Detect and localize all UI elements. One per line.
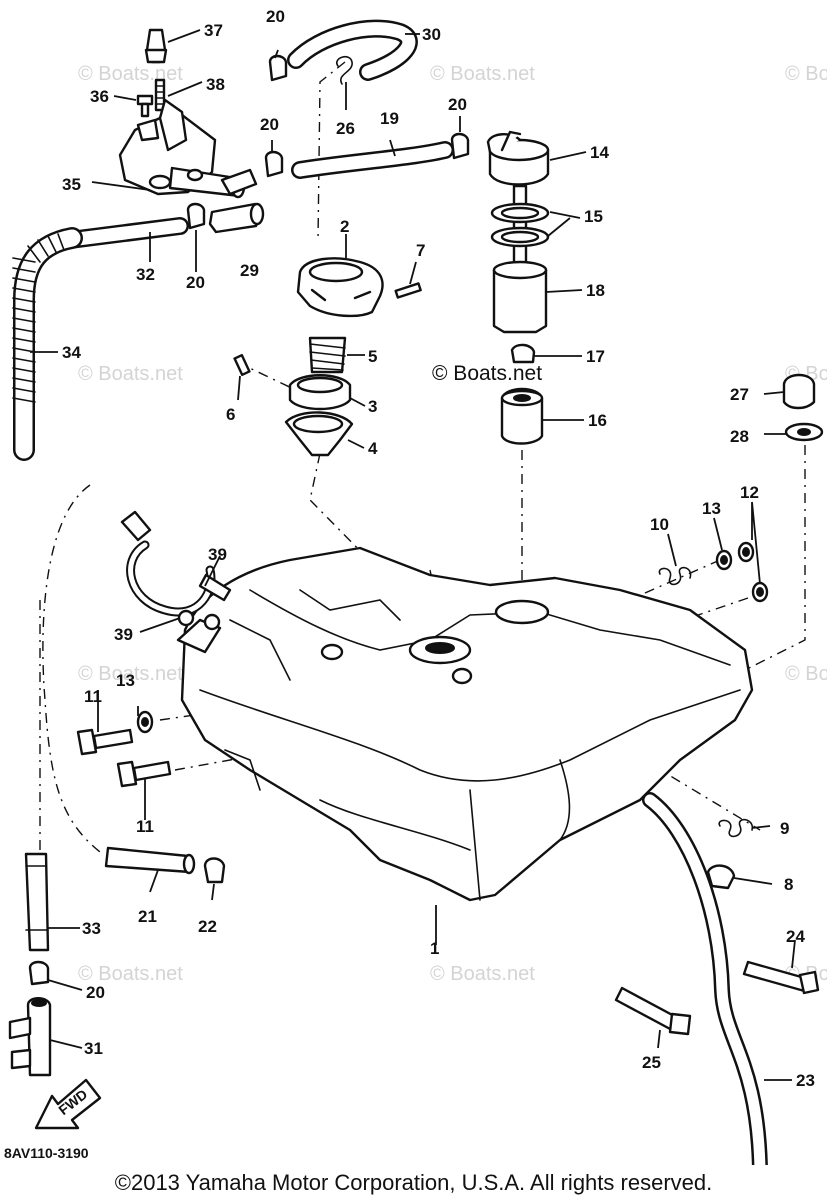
callout-22: 22	[198, 917, 217, 936]
callout-labels: 37 38 36 35 20 20 20 20 20 30 26 19 14 1…	[62, 7, 815, 1090]
callout-12: 12	[740, 483, 759, 502]
callout-25: 25	[642, 1053, 661, 1072]
callout-38: 38	[206, 75, 225, 94]
callout-2: 2	[340, 217, 349, 236]
callout-16: 16	[588, 411, 607, 430]
callout-39-lower: 39	[114, 625, 133, 644]
breather-hose-loop	[120, 510, 232, 631]
callout-13-left: 13	[116, 671, 135, 690]
callout-15: 15	[584, 207, 603, 226]
callout-30: 30	[422, 25, 441, 44]
fuel-tank-exploded-diagram: © Boats.net © Boats.net © Boats.net © Bo…	[4, 7, 827, 1165]
watermark-center: © Boats.net	[432, 362, 542, 385]
callout-9: 9	[780, 819, 789, 838]
callout-32: 32	[136, 265, 155, 284]
copyright-notice: ©2013 Yamaha Motor Corporation, U.S.A. A…	[114, 1170, 713, 1195]
callout-7: 7	[416, 241, 425, 260]
callout-3: 3	[368, 397, 377, 416]
watermark: © Boats.net	[78, 363, 183, 385]
watermark: © Boats.net	[78, 663, 183, 685]
callout-14: 14	[590, 143, 609, 162]
callout-27: 27	[730, 385, 749, 404]
callout-20-top: 20	[266, 7, 285, 26]
callout-8: 8	[784, 875, 793, 894]
callout-34: 34	[62, 343, 81, 362]
fuel-gauge-sender	[486, 130, 550, 445]
callout-18: 18	[586, 281, 605, 300]
callout-36: 36	[90, 87, 109, 106]
callout-20-pipe: 20	[186, 273, 205, 292]
watermark: © Boats.net	[78, 63, 183, 85]
callout-20-sender: 20	[448, 95, 467, 114]
callout-1: 1	[430, 939, 439, 958]
callout-19: 19	[380, 109, 399, 128]
watermark: © Boats.net	[785, 663, 827, 685]
callout-37: 37	[204, 21, 223, 40]
callout-39-upper: 39	[208, 545, 227, 564]
callout-23: 23	[796, 1071, 815, 1090]
callout-10: 10	[650, 515, 669, 534]
callout-11-lower: 11	[136, 817, 154, 836]
leader-lines	[30, 29, 796, 1081]
callout-17: 17	[586, 347, 605, 366]
callout-33: 33	[82, 919, 101, 938]
callout-4: 4	[368, 439, 378, 458]
callout-5: 5	[368, 347, 377, 366]
fuel-cock-assembly	[118, 28, 258, 199]
watermark: © Boats.net	[430, 963, 535, 985]
part-code: 8AV110-3190	[4, 1145, 89, 1161]
callout-13-right: 13	[702, 499, 721, 518]
callout-11-upper: 11	[84, 687, 102, 706]
fuel-cap-assembly	[233, 257, 422, 457]
callout-24: 24	[786, 927, 805, 946]
forward-direction-arrow: FWD	[34, 1078, 102, 1130]
fuel-tank	[176, 546, 754, 902]
callout-35: 35	[62, 175, 81, 194]
callout-21: 21	[138, 907, 157, 926]
watermark: © Boats.net	[785, 63, 827, 85]
callout-6: 6	[226, 405, 235, 424]
watermark: © Boats.net	[430, 63, 535, 85]
callout-28: 28	[730, 427, 749, 446]
watermark: © Boats.net	[78, 963, 183, 985]
corrugated-hose	[12, 227, 83, 461]
callout-20-bottom: 20	[86, 983, 105, 1002]
callout-31: 31	[84, 1039, 103, 1058]
callout-29: 29	[240, 261, 259, 280]
callout-26: 26	[336, 119, 355, 138]
callout-20-cock: 20	[260, 115, 279, 134]
